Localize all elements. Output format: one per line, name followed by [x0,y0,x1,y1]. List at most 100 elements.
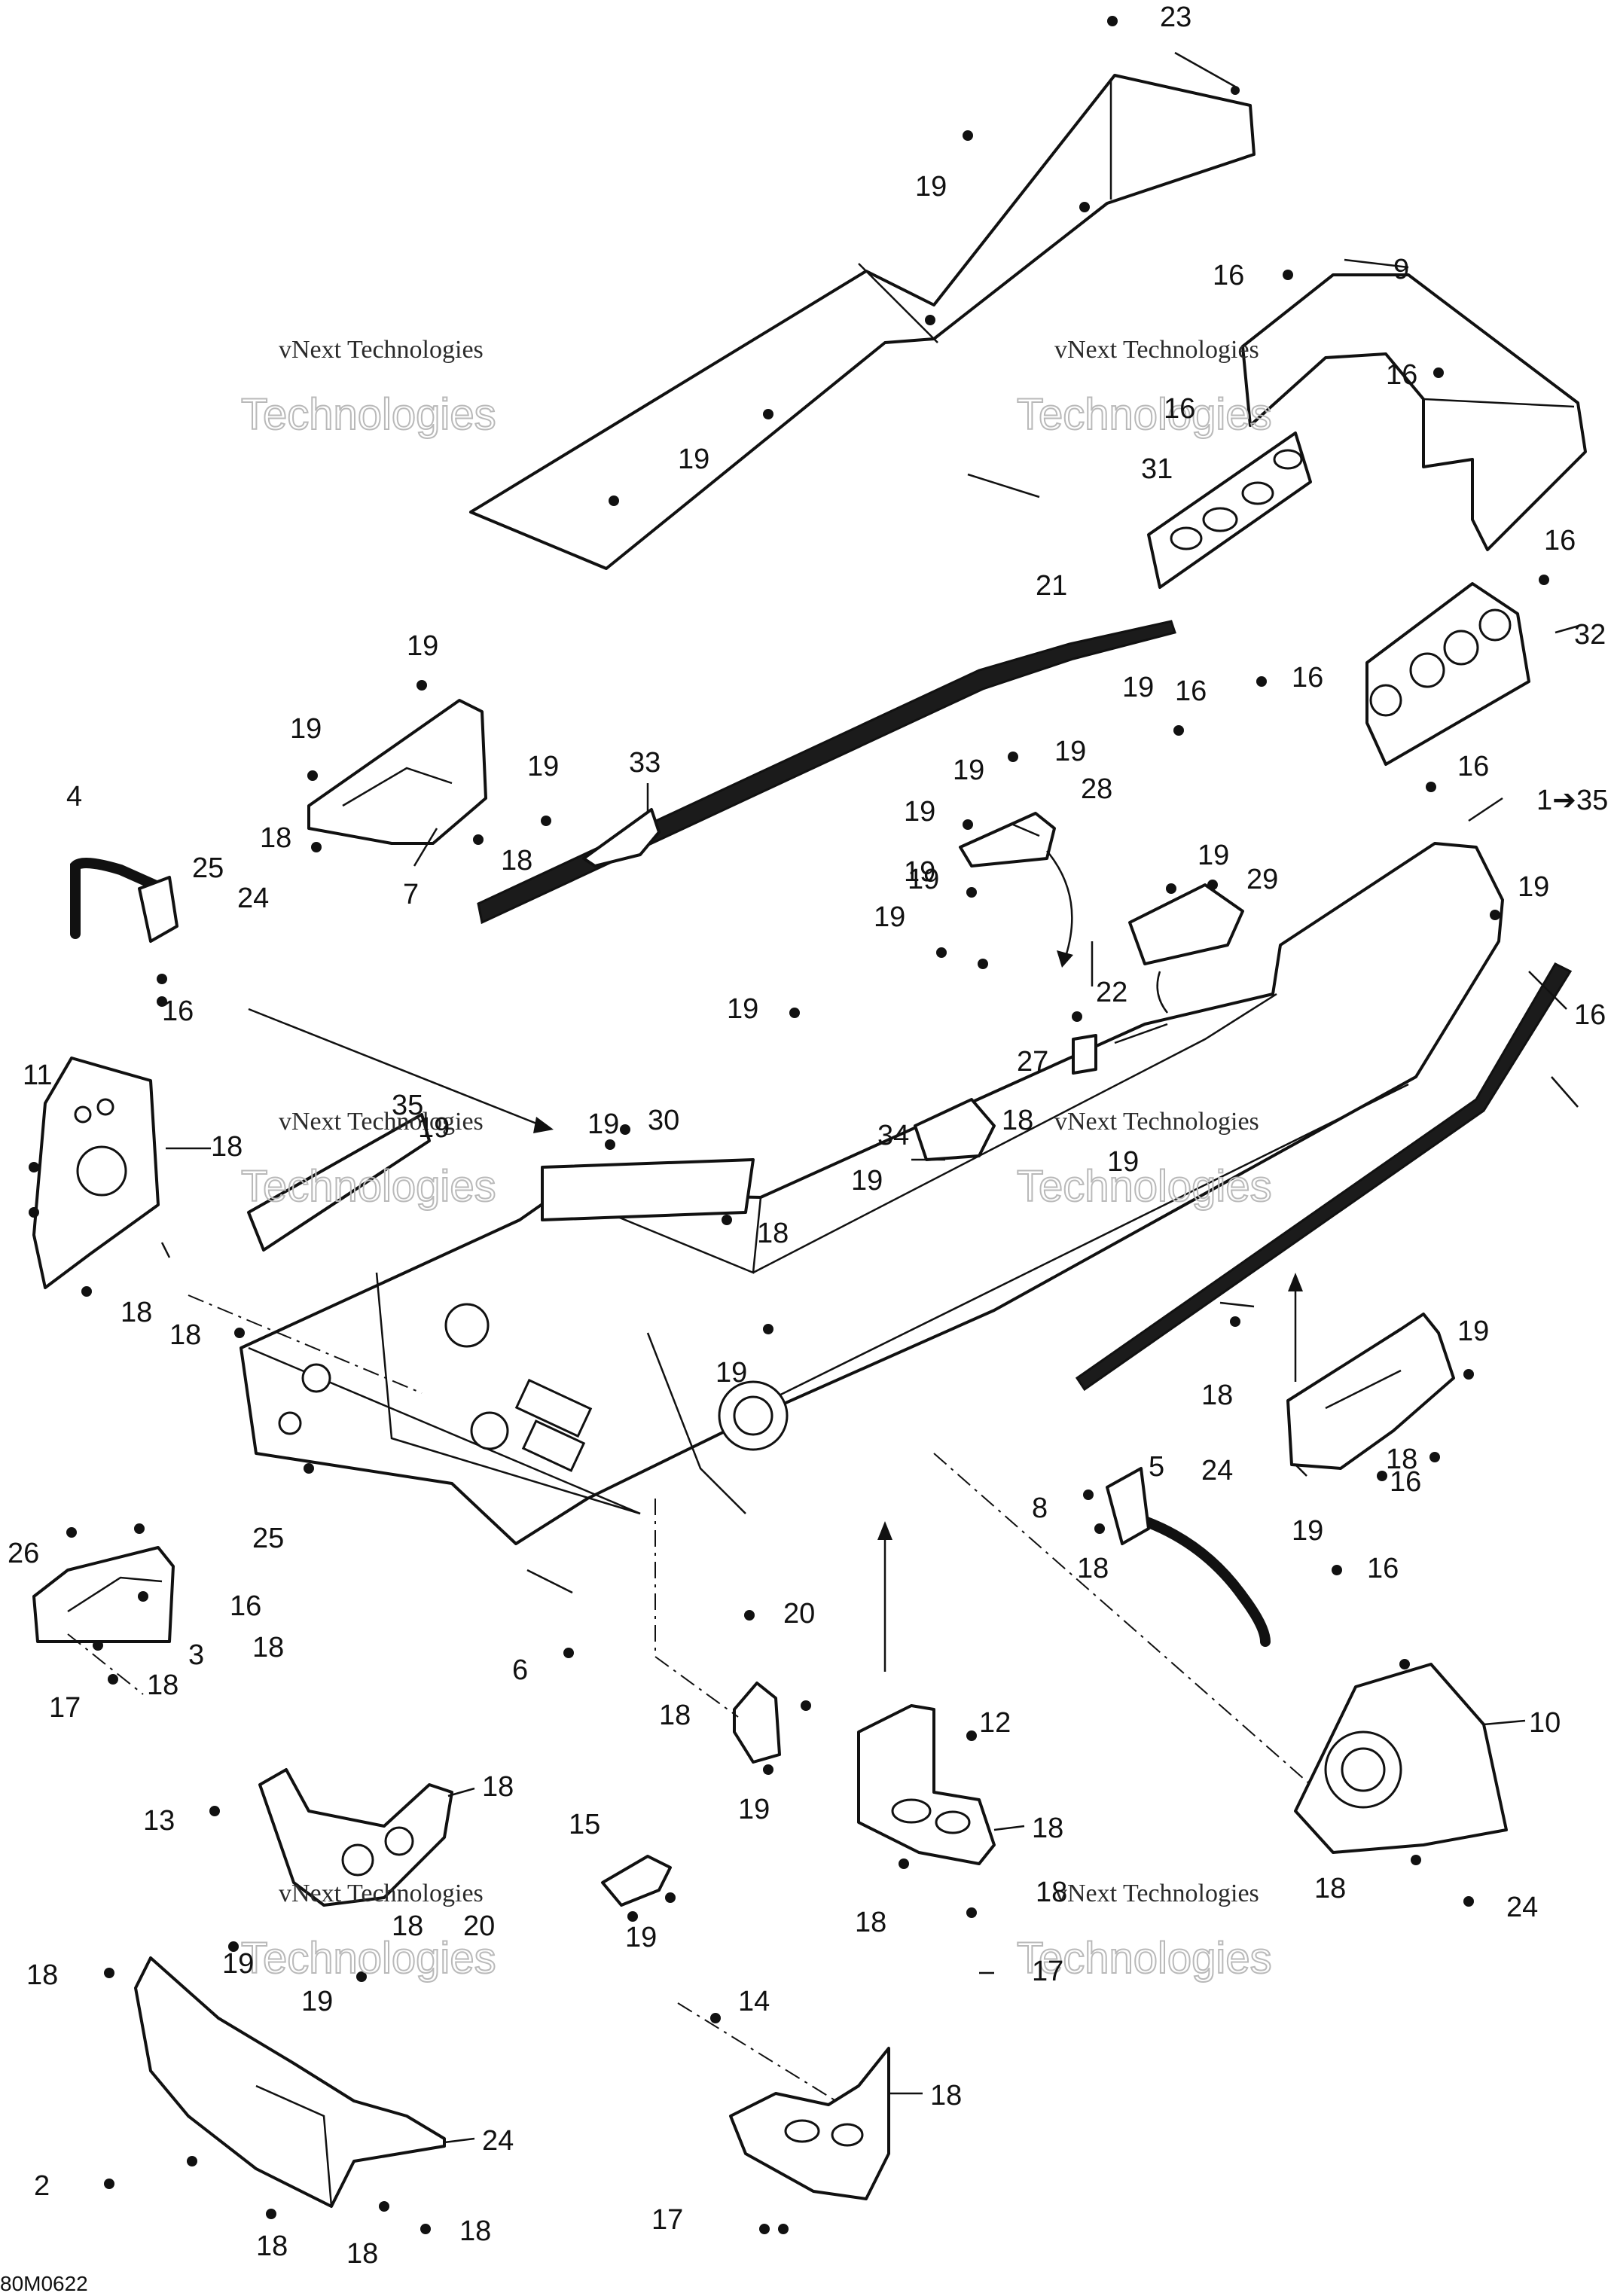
callout: 8 [1032,1493,1048,1524]
part-33-bracket [582,808,661,867]
callout: 19 [527,751,559,782]
callout: 18 [757,1218,789,1249]
callout: 19 [1198,840,1229,871]
callout: 18 [482,1771,514,1803]
part-8-bracket [1286,1313,1455,1470]
callout: 18 [1032,1813,1063,1844]
callout: 19 [715,1357,747,1389]
watermarks: Technologies vNext Technologies Technolo… [240,336,1273,1983]
callout: 2 [34,2170,50,2202]
callout: 11 [23,1060,52,1091]
watermark-line1: vNext Technologies [1054,1880,1259,1907]
callout: 19 [915,171,947,203]
callout: 19 [407,630,438,662]
callout: 18 [26,1959,58,1991]
callout: 19 [222,1948,254,1980]
callout: 18 [855,1907,886,1938]
callout: 16 [1367,1553,1399,1584]
callout: 19 [1107,1146,1139,1178]
callout: 18 [659,1700,691,1731]
callout: 16 [1164,393,1195,425]
part-32-plate [1365,582,1530,766]
callout: 19 [625,1922,657,1953]
callout: 18 [256,2230,288,2262]
callout: 18 [211,1131,243,1163]
callout: 13 [143,1805,175,1837]
part-5-handle [1106,1467,1271,1647]
callout: 18 [346,2238,378,2270]
watermark-line2: Technologies [1017,1934,1272,1983]
callout: 19 [418,1112,450,1144]
callout: 19 [874,901,905,933]
callout: 19 [678,444,709,475]
callout: 3 [188,1639,204,1671]
alignment-lines [67,1294,1311,2102]
part-13-small-part [601,1855,672,1907]
callout: 18 [169,1319,201,1351]
callout: 19 [301,1986,333,2017]
callout: 12 [979,1707,1011,1739]
callout: 19 [953,755,984,786]
part-1-front-frame [541,1158,755,1221]
callout: 16 [1292,662,1323,694]
callout: 14 [738,1986,770,2017]
part-23-cover-panel [469,74,1256,570]
callout: 18 [930,2080,962,2112]
callout: 16 [1574,999,1606,1031]
callout: 18 [1077,1553,1109,1584]
callout: 16 [1386,359,1417,391]
part-9-rear-bracket [1241,273,1587,551]
callout: 18 [1036,1877,1067,1908]
callout: 18 [1201,1380,1233,1411]
callout: 17 [1032,1956,1063,1987]
part-14-bracket [729,2047,890,2200]
part-3-bracket [32,1546,175,1643]
callout: 19 [904,796,935,828]
watermark-line1: vNext Technologies [1054,1108,1259,1136]
callout: 16 [162,996,194,1027]
part-1-tunnel-frame [240,842,1504,1545]
callout: 35 [392,1090,423,1121]
callout: 26 [8,1538,39,1569]
part-7-bracket [307,699,487,845]
callout: 20 [783,1598,815,1630]
callout: 34 [877,1120,909,1151]
callout: 23 [1160,2,1191,33]
callout: 10 [1529,1707,1561,1739]
watermark-line2: Technologies [241,1934,496,1983]
callout: 18 [252,1632,284,1663]
callout: 19 [851,1165,883,1197]
callout: 19 [904,856,935,888]
part-22-right-rail [1075,962,1573,1392]
callout: 7 [403,879,419,910]
watermark-line1: vNext Technologies [279,336,484,364]
callout: 24 [1201,1455,1233,1486]
callout: 16 [1457,751,1489,782]
assembly-arrows [248,850,1303,1672]
callout: 33 [629,747,661,779]
callout: 18 [459,2215,491,2247]
leader-lines [160,51,1582,2144]
part-28-bracket [959,812,1056,867]
part-29-bracket [1128,883,1244,965]
callout: 24 [237,883,269,914]
drawing-code: 80M0622 [0,2272,88,2295]
callout: 18 [501,845,532,877]
part-30-34-bracket [914,1098,996,1161]
callout: 28 [1081,773,1112,805]
part-15-bracket [857,1704,996,1865]
callout: 19 [1122,672,1154,703]
callout: 31 [1141,453,1173,485]
callout-labels: 23 19 9 16 16 16 19 31 16 21 32 19 19 16… [8,2,1608,2270]
callout: 32 [1574,619,1606,651]
callout: 19 [1292,1515,1323,1547]
watermark-line1: vNext Technologies [279,1108,484,1136]
part-12-side-plate [1294,1663,1508,1854]
callout: 17 [651,2204,683,2236]
callout: 6 [512,1654,528,1686]
callout: 16 [1544,525,1576,556]
watermark-line2: Technologies [241,1162,496,1211]
callout: 19 [1518,871,1549,903]
part-35-bracket [247,1113,431,1252]
